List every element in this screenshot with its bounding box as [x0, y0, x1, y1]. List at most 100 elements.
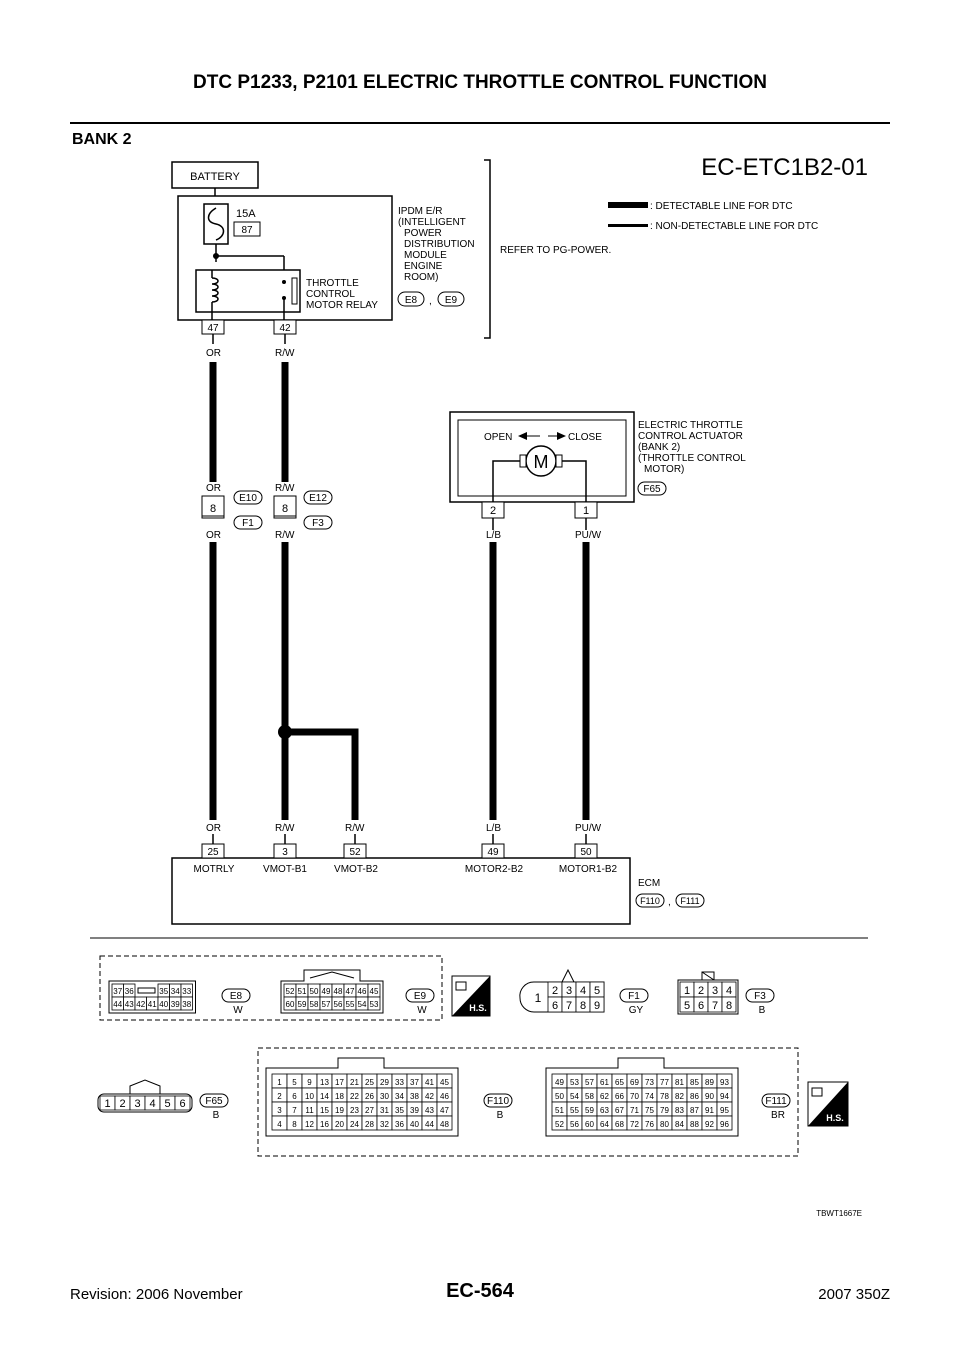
actuator-close: CLOSE	[568, 432, 602, 443]
pin-number: 9	[307, 1078, 312, 1087]
pin-number: 91	[705, 1106, 714, 1115]
pin-number: 9	[594, 1000, 600, 1012]
pin-number: 63	[600, 1106, 609, 1115]
ipdm-line-3: POWER	[404, 228, 442, 239]
pin-number: 80	[660, 1120, 669, 1129]
svg-text:37: 37	[113, 987, 122, 996]
pin-number: 3	[566, 985, 572, 997]
throttle-actuator: OPEN CLOSE M 2 1	[449, 411, 635, 530]
pin-number: 20	[335, 1120, 344, 1129]
pin-number: 2	[552, 985, 558, 997]
pin-number: 28	[365, 1120, 374, 1129]
pin-number: 37	[410, 1078, 419, 1087]
pin-number: 74	[645, 1092, 654, 1101]
pin-number: 88	[690, 1120, 699, 1129]
connector-panel-ecm	[257, 1047, 799, 1157]
relay-label-2: CONTROL	[306, 289, 355, 300]
pin-number: 7	[292, 1106, 297, 1115]
pin-number: 78	[660, 1092, 669, 1101]
pin-number: 68	[615, 1120, 624, 1129]
pin-number: 46	[358, 987, 367, 996]
pin-number: 23	[350, 1106, 359, 1115]
pin-number: 59	[585, 1106, 594, 1115]
pin-number: 18	[335, 1092, 344, 1101]
pin-number: 93	[720, 1078, 729, 1087]
connector-color: BR	[771, 1110, 785, 1121]
pin-number: 5	[292, 1078, 297, 1087]
pin-number: 52	[555, 1120, 564, 1129]
pin-number: 71	[630, 1106, 639, 1115]
pin-number: 2	[277, 1092, 282, 1101]
footer-revision: Revision: 2006 November	[70, 1286, 243, 1303]
pin-number: 25	[365, 1078, 374, 1087]
pin-number: 16	[320, 1120, 329, 1129]
pin-number: 14	[320, 1092, 329, 1101]
pin-number: 34	[395, 1092, 404, 1101]
ecm-pin-25: 25	[207, 847, 219, 858]
motor-label: M	[534, 452, 549, 472]
wires	[209, 362, 590, 820]
pin-number: 57	[322, 1000, 331, 1009]
pin-number: 90	[705, 1092, 714, 1101]
pin-number: 41	[425, 1078, 434, 1087]
pin-number: 5	[684, 1000, 690, 1012]
pin-number: 24	[350, 1120, 359, 1129]
ipdm-pin-42: 42	[279, 323, 291, 334]
ecm-pin-name-motor2: MOTOR2-B2	[465, 864, 524, 875]
ipdm-line-2: (INTELLIGENT	[398, 217, 466, 228]
pin-number: 17	[335, 1078, 344, 1087]
pin-number: 58	[310, 1000, 319, 1009]
ipdm-line-6: ENGINE	[404, 261, 443, 272]
pin-number: 6	[698, 1000, 704, 1012]
pin-number: 35	[395, 1106, 404, 1115]
wire-puw-2: PU/W	[575, 823, 602, 834]
wire-rw-1: R/W	[275, 348, 295, 359]
wire-or-4: OR	[206, 823, 221, 834]
pin-number: 56	[570, 1120, 579, 1129]
wire-puw-1: PU/W	[575, 530, 602, 541]
pin-number: 13	[320, 1078, 329, 1087]
wire-rw-5: R/W	[345, 823, 365, 834]
pin-number: 46	[440, 1092, 449, 1101]
fuse-rating: 15A	[236, 208, 256, 220]
pin-number: 48	[440, 1120, 449, 1129]
connector-id: F110	[487, 1096, 509, 1107]
joint-pin-or: 8	[210, 503, 216, 515]
connector-color: B	[497, 1110, 504, 1121]
pin-number: 39	[171, 1000, 180, 1009]
actuator-line-4: (THROTTLE CONTROL	[638, 453, 746, 464]
pin-number: 87	[690, 1106, 699, 1115]
pin-number: 54	[570, 1092, 579, 1101]
pin-number: 50	[310, 987, 319, 996]
pin-number: 2	[698, 985, 704, 997]
pin-number: 72	[630, 1120, 639, 1129]
legend-non-detectable: : NON-DETECTABLE LINE FOR DTC	[650, 221, 818, 232]
pin-number: 36	[395, 1120, 404, 1129]
pin-number: 49	[322, 987, 331, 996]
pin-number: 19	[335, 1106, 344, 1115]
svg-text:33: 33	[182, 987, 191, 996]
pin-number: 85	[690, 1078, 699, 1087]
pin-number: 31	[380, 1106, 389, 1115]
legend-detectable: : DETECTABLE LINE FOR DTC	[650, 201, 793, 212]
relay-label-3: MOTOR RELAY	[306, 300, 378, 311]
actuator-text: ELECTRIC THROTTLE CONTROL ACTUATOR (BANK…	[638, 420, 746, 475]
connector-color: W	[233, 1005, 243, 1016]
pin-number: 3	[277, 1106, 282, 1115]
pin-number: 1	[684, 985, 690, 997]
pin-number: 42	[425, 1092, 434, 1101]
pin-number: 6	[552, 1000, 558, 1012]
pin-number: 96	[720, 1120, 729, 1129]
pin-number: 75	[645, 1106, 654, 1115]
pin-number: 32	[380, 1120, 389, 1129]
conn-f1: F1	[242, 518, 254, 529]
legend-thick-line	[608, 202, 648, 208]
figure-id: TBWT1667E	[816, 1209, 862, 1218]
fuse-number: 87	[241, 225, 253, 236]
actuator-open: OPEN	[484, 432, 512, 443]
pin-number: 86	[690, 1092, 699, 1101]
relay-label-1: THROTTLE	[306, 278, 359, 289]
